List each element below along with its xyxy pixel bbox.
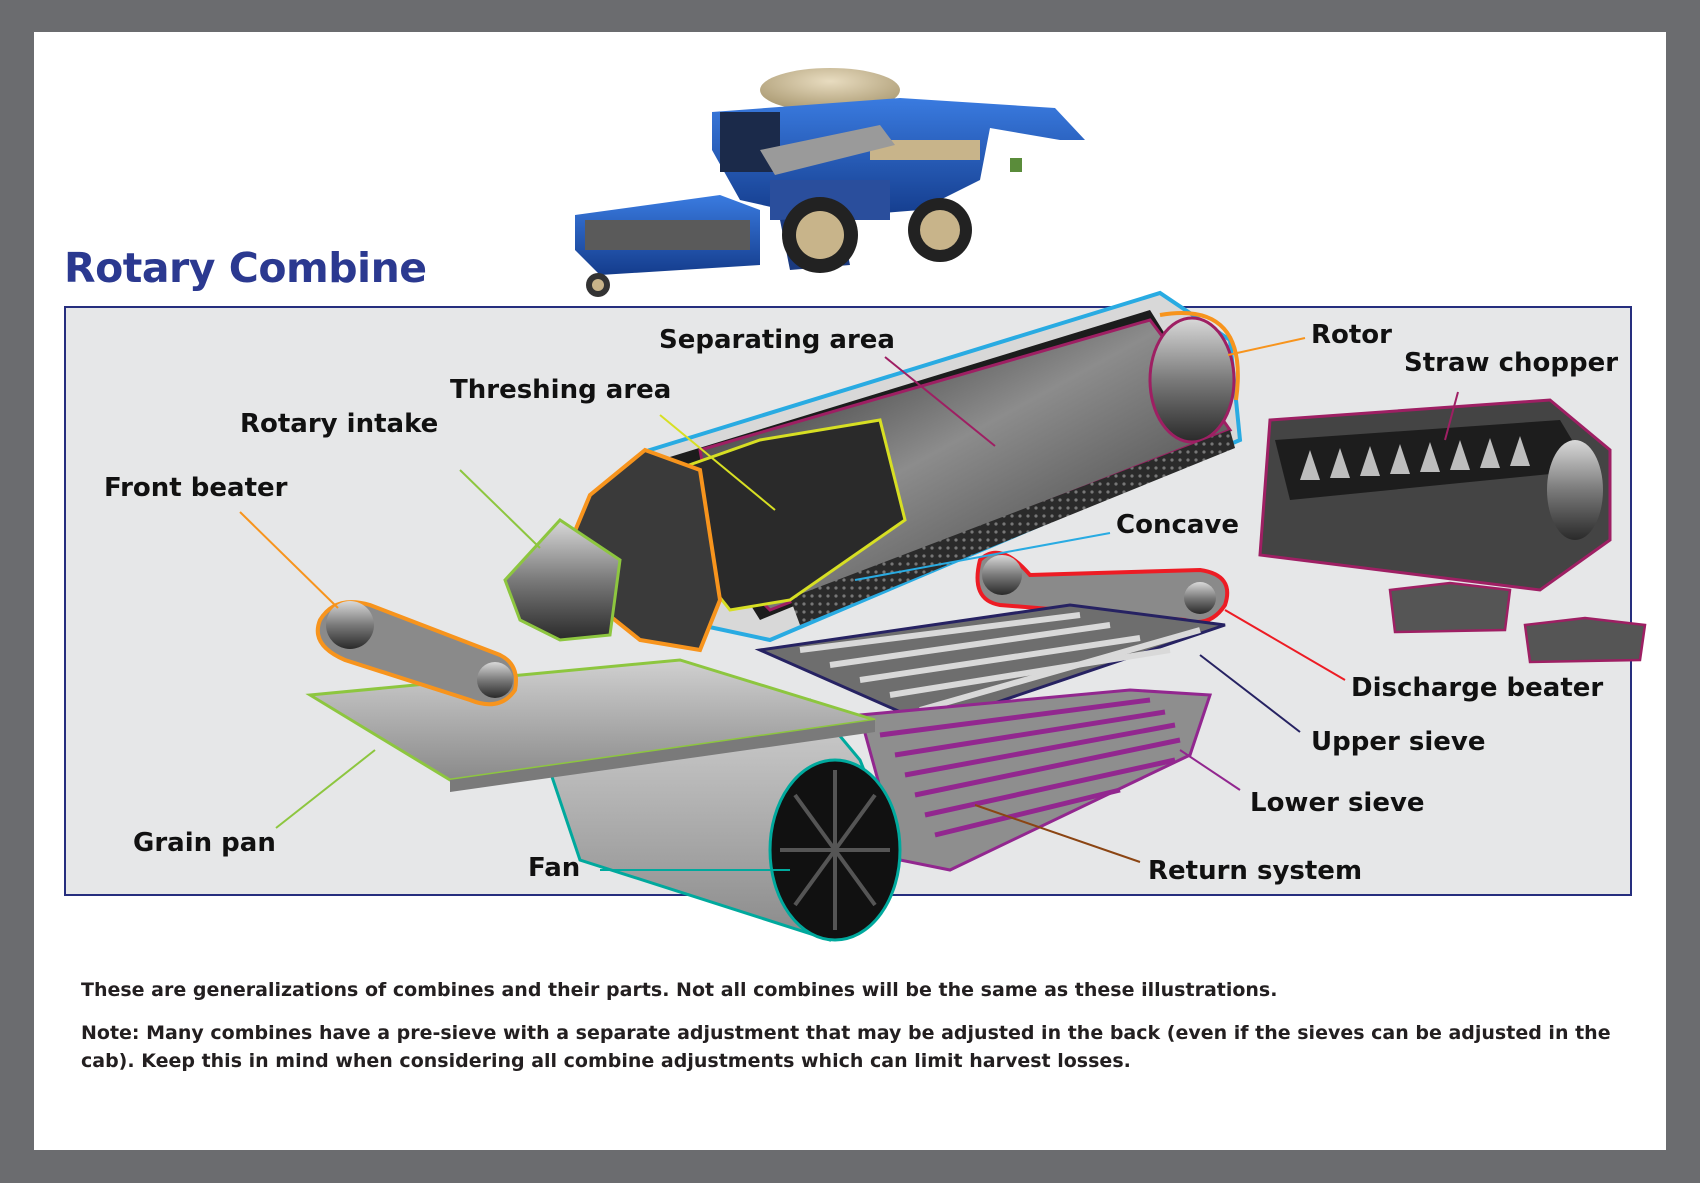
label-separating-area: Separating area xyxy=(659,325,895,355)
front-beater xyxy=(315,600,518,707)
label-straw-chopper: Straw chopper xyxy=(1404,348,1619,378)
label-front-beater: Front beater xyxy=(104,473,288,503)
upper-sieve xyxy=(754,603,1226,727)
leader-lines xyxy=(239,337,1459,871)
rotor-assembly xyxy=(503,290,1243,653)
label-upper-sieve: Upper sieve xyxy=(1311,727,1486,757)
note-pre-sieve: Note: Many combines have a pre-sieve wit… xyxy=(81,1022,1611,1072)
label-grain-pan: Grain pan xyxy=(133,828,276,858)
label-discharge-beater: Discharge beater xyxy=(1351,673,1604,703)
combine-harvester-image xyxy=(575,68,1085,297)
label-rotary-intake: Rotary intake xyxy=(240,409,439,439)
page-title: Rotary Combine xyxy=(64,244,427,292)
note-generalization: These are generalizations of combines an… xyxy=(81,979,1278,1001)
label-rotor: Rotor xyxy=(1311,320,1392,350)
discharge-beater xyxy=(975,550,1230,625)
label-concave: Concave xyxy=(1116,510,1239,540)
label-lower-sieve: Lower sieve xyxy=(1250,788,1425,818)
lower-sieve xyxy=(858,688,1213,872)
label-return-system: Return system xyxy=(1148,856,1363,886)
label-fan: Fan xyxy=(528,853,581,883)
label-threshing-area: Threshing area xyxy=(450,375,672,405)
straw-chopper xyxy=(1258,398,1647,664)
